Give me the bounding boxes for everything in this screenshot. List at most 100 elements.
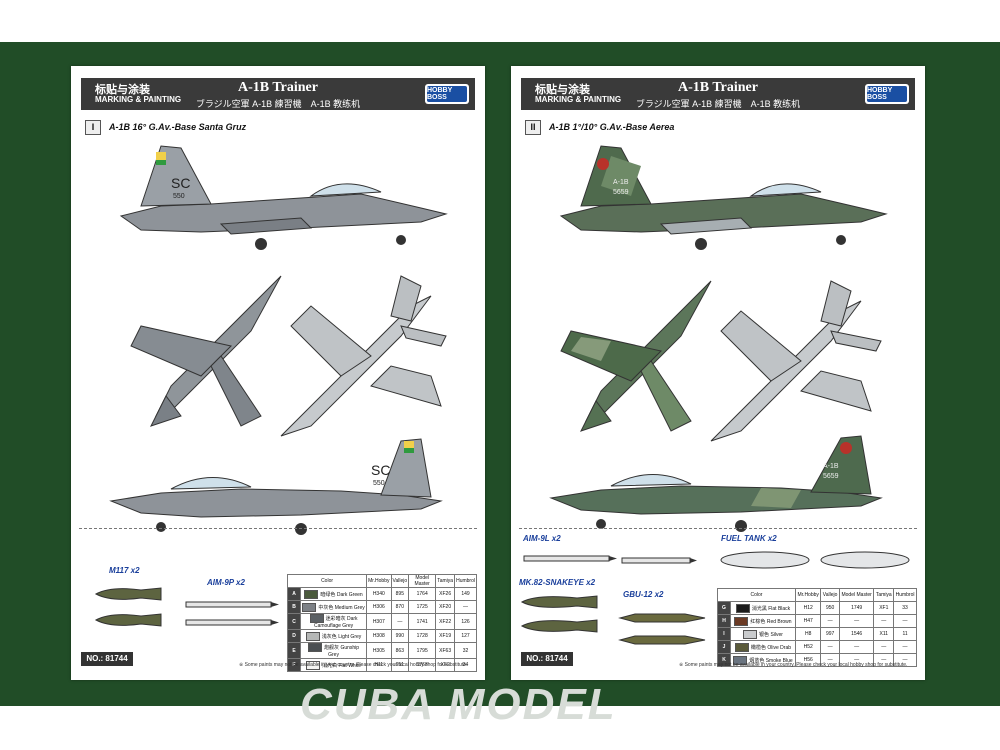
product-number: NO.: 81744: [521, 652, 573, 666]
tail-number: 550: [173, 193, 185, 200]
col-vallejo: Vallejo: [820, 588, 840, 602]
paint-modelmaster: 1546: [838, 627, 875, 641]
header-en: MARKING & PAINTING: [95, 95, 182, 104]
paint-vallejo: 990: [390, 629, 410, 643]
paint-humbrol: —: [454, 600, 477, 614]
paint-humbrol: —: [893, 653, 917, 667]
paint-modelmaster: 1728: [408, 629, 437, 643]
paint-modelmaster: 1795: [408, 642, 437, 659]
paint-vallejo: 870: [390, 600, 410, 614]
color-name: Light Grey: [338, 633, 362, 640]
instruction-sheet-2: 标贴与涂装 MARKING & PAINTING A-1B Trainer ブラ…: [511, 66, 925, 680]
paint-color: 暗绿色 Dark Green: [299, 587, 368, 601]
color-zh: 银色: [759, 631, 770, 638]
weapon-label-m117: M117 x2: [109, 566, 140, 575]
col-color: Color: [717, 588, 796, 602]
color-name: Smoke Blue: [765, 657, 793, 664]
weapon-label-mk82: MK.82-SNAKEYE x2: [519, 578, 596, 587]
side-view-aircraft: A-1B 5659: [559, 145, 888, 250]
paint-humbrol: —: [893, 640, 917, 654]
hobbyboss-logo: HOBBY BOSS: [865, 84, 909, 104]
section-title: A-1B 16° G.Av.-Base Santa Gruz: [109, 122, 247, 132]
paint-tamiya: —: [873, 614, 895, 628]
tail-code-2: A-1B: [823, 463, 839, 470]
paint-tamiya: XF19: [435, 629, 456, 643]
col-modelmaster: Model Master: [408, 574, 437, 588]
fuel-tank-icon: [720, 551, 910, 569]
paint-vallejo: 895: [390, 587, 410, 601]
weapon-label-fuel-tank: FUEL TANK x2: [721, 534, 777, 543]
paint-color: 银色 Silver: [730, 627, 796, 641]
col-humbrol: Humbrol: [893, 588, 917, 602]
paint-tamiya: XF63: [435, 642, 456, 659]
instruction-sheet-1: 标贴与涂装 MARKING & PAINTING A-1B Trainer ブラ…: [71, 66, 485, 680]
paint-humbrol: 127: [454, 629, 477, 643]
paint-humbrol: —: [893, 614, 917, 628]
paint-color: 消光白 Flat White: [299, 658, 368, 672]
paint-vallejo: —: [390, 613, 410, 630]
col-modelmaster: Model Master: [838, 588, 875, 602]
paint-tamiya: —: [873, 640, 895, 654]
paint-vallejo: 950: [820, 601, 840, 615]
paint-humbrol: 11: [893, 627, 917, 641]
paint-tamiya: XF20: [435, 600, 456, 614]
paint-modelmaster: —: [838, 640, 875, 654]
paint-key: B: [287, 600, 301, 614]
color-name: Olive Drab: [767, 644, 792, 651]
weapon-label-gbu12: GBU-12 x2: [623, 590, 664, 599]
color-swatch: [305, 631, 320, 641]
paint-modelmaster: 1725: [408, 600, 437, 614]
color-swatch: [308, 643, 323, 652]
col-vallejo: Vallejo: [390, 574, 410, 588]
weapon-label-aim9p: AIM-9P x2: [207, 578, 245, 587]
paint-modelmaster: 1768: [408, 658, 437, 672]
paint-key: D: [287, 629, 301, 643]
paint-mrhobby: H308: [366, 629, 392, 643]
paint-table: Color Mr.Hobby Vallejo Model Master Tami…: [286, 574, 477, 672]
divider: [519, 528, 917, 529]
paint-note: ※ Some paints may not be available in yo…: [679, 662, 908, 668]
paint-humbrol: 34: [454, 658, 477, 672]
color-swatch: [733, 655, 748, 665]
paint-mrhobby: H307: [366, 613, 392, 630]
paint-mrhobby: H305: [366, 642, 392, 659]
tail-code: SC: [171, 175, 190, 191]
divider: [79, 528, 477, 529]
paint-mrhobby: H11: [366, 658, 392, 672]
paint-color: 炮舰灰 Gunship Grey: [299, 642, 368, 659]
tail-code: A-1B: [613, 179, 629, 186]
paint-tamiya: —: [873, 653, 895, 667]
color-name: Flat Black: [768, 605, 791, 612]
color-zh: 炮舰灰: [324, 644, 340, 651]
paint-key: I: [717, 627, 731, 641]
color-zh: 烟蓝色: [749, 657, 765, 664]
col-color: Color: [286, 574, 368, 588]
color-swatch: [734, 616, 749, 626]
mk82-bomb-icon: [520, 595, 598, 633]
paint-mrhobby: H52: [794, 640, 822, 654]
paint-key: E: [287, 642, 301, 659]
sheet-subtitle: ブラジル空軍 A-1B 練習機 A-1B 教练机: [635, 99, 801, 109]
color-swatch: [743, 629, 758, 639]
sheet-header: 标贴与涂装 MARKING & PAINTING A-1B Trainer ブラ…: [81, 78, 475, 110]
paint-mrhobby: H306: [366, 600, 392, 614]
tail-number: 5659: [613, 189, 629, 196]
paint-vallejo: 863: [390, 642, 410, 659]
paint-note: ※ Some paints may not be available in yo…: [239, 662, 468, 668]
color-zh: 中灰色: [318, 604, 334, 611]
color-zh: 暗绿色: [320, 591, 336, 598]
section-number: II: [525, 120, 541, 135]
weapon-label-aim9l: AIM-9L x2: [523, 534, 561, 543]
m117-bomb-icon: [94, 587, 162, 627]
color-name: Dark Green: [336, 591, 363, 598]
paint-humbrol: 32: [454, 642, 477, 659]
col-mrhobby: Mr.Hobby: [366, 574, 392, 588]
paint-color: 迷彩暗灰 Dark Camouflage Grey: [299, 613, 368, 630]
side-view-aircraft-2: SC 550: [109, 438, 443, 535]
